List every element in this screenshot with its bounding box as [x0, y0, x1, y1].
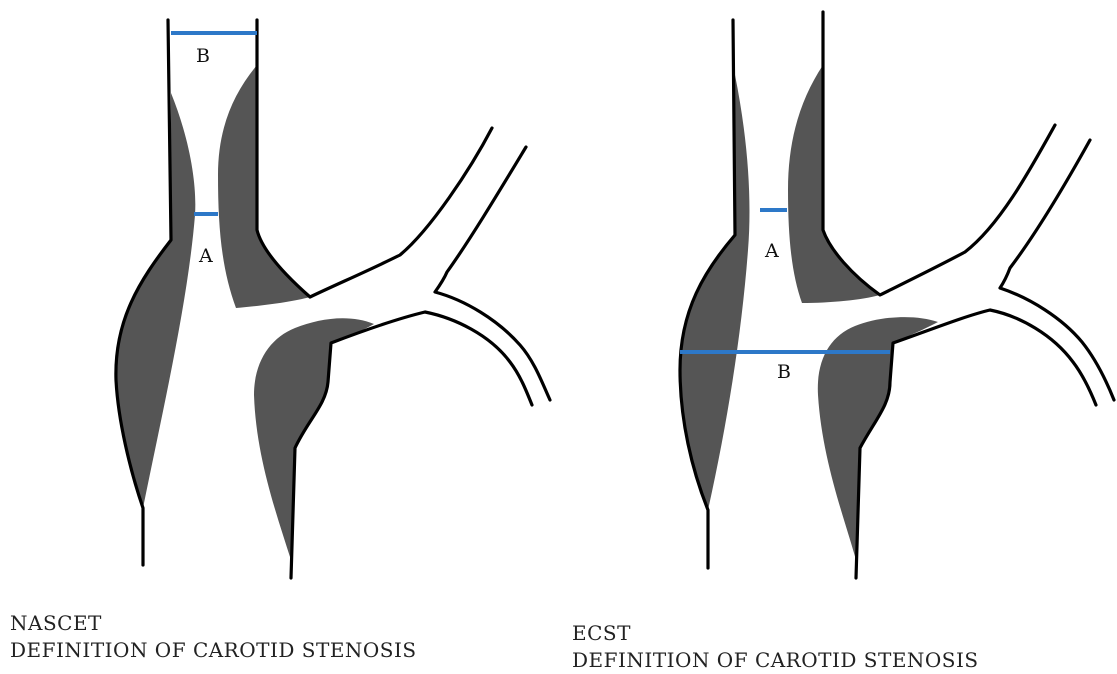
nascet-eca-outer-wall — [435, 147, 550, 400]
ecst-plaque-upper-right — [788, 65, 880, 303]
ecst-subtitle: DEFINITION OF CAROTID STENOSIS — [572, 647, 979, 674]
ecst-caption: ECST DEFINITION OF CAROTID STENOSIS — [572, 620, 979, 674]
nascet-label-a: A — [198, 245, 213, 267]
ecst-label-b: B — [777, 361, 791, 383]
ecst-title: ECST — [572, 620, 979, 647]
nascet-plaque-left — [116, 93, 195, 508]
ecst-diagram: A B — [680, 12, 1114, 578]
nascet-diagram: B A — [116, 20, 550, 578]
ecst-plaque-left — [680, 75, 749, 510]
nascet-label-b: B — [196, 45, 210, 67]
nascet-plaque-upper-right — [218, 65, 310, 308]
ecst-eca-outer-wall — [1000, 140, 1114, 400]
nascet-caption: NASCET DEFINITION OF CAROTID STENOSIS — [10, 610, 417, 664]
nascet-plaque-lower-right — [254, 318, 374, 560]
nascet-subtitle: DEFINITION OF CAROTID STENOSIS — [10, 637, 417, 664]
ecst-eca-inner-wall — [856, 310, 1096, 578]
nascet-title: NASCET — [10, 610, 417, 637]
ecst-label-a: A — [764, 240, 779, 262]
